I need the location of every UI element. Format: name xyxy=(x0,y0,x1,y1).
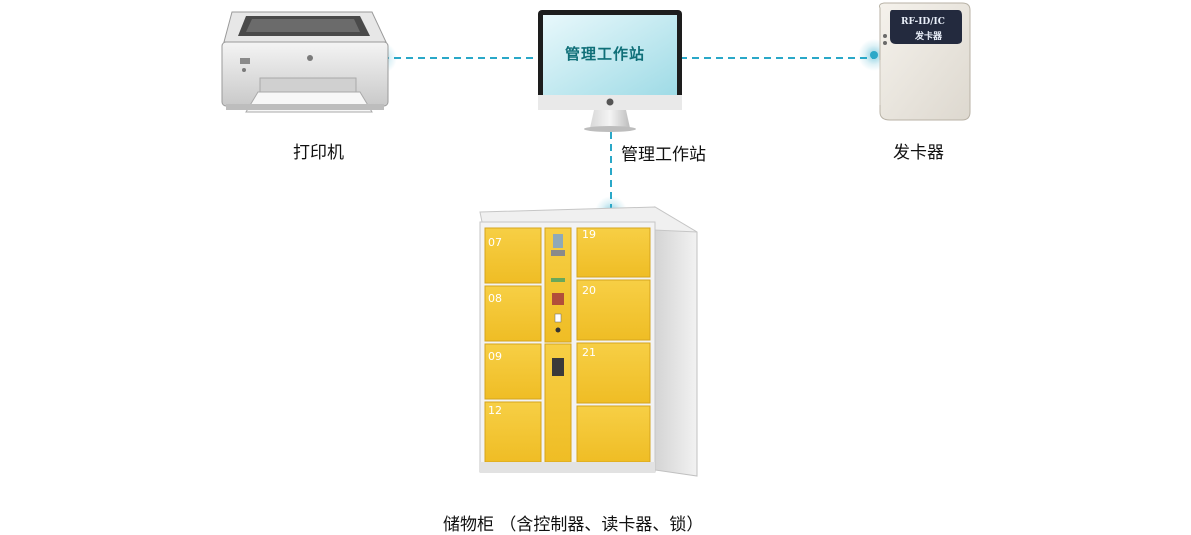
card-issuer-label: 发卡器 xyxy=(893,143,944,163)
locker-door-number: 21 xyxy=(582,346,596,359)
printer-label: 打印机 xyxy=(293,143,344,163)
card-reader-icon xyxy=(879,2,971,121)
monitor-icon xyxy=(538,10,682,132)
card-issuer-device-text-1: RF-ID/IC xyxy=(901,17,945,27)
locker-label: 储物柜 （含控制器、读卡器、锁） xyxy=(443,515,704,535)
locker-door-number: 20 xyxy=(582,284,596,297)
locker-door-number: 07 xyxy=(488,236,502,249)
locker-door-number: 09 xyxy=(488,350,502,363)
locker-door-number: 19 xyxy=(582,228,596,241)
locker-door-number: 12 xyxy=(488,404,502,417)
workstation-screen-text: 管理工作站 xyxy=(565,45,646,63)
locker-door-number: 08 xyxy=(488,292,502,305)
card-issuer-device-text-2: 发卡器 xyxy=(915,32,943,42)
printer-icon xyxy=(221,11,389,113)
workstation-label: 管理工作站 xyxy=(621,145,706,165)
locker-icon xyxy=(479,206,698,477)
